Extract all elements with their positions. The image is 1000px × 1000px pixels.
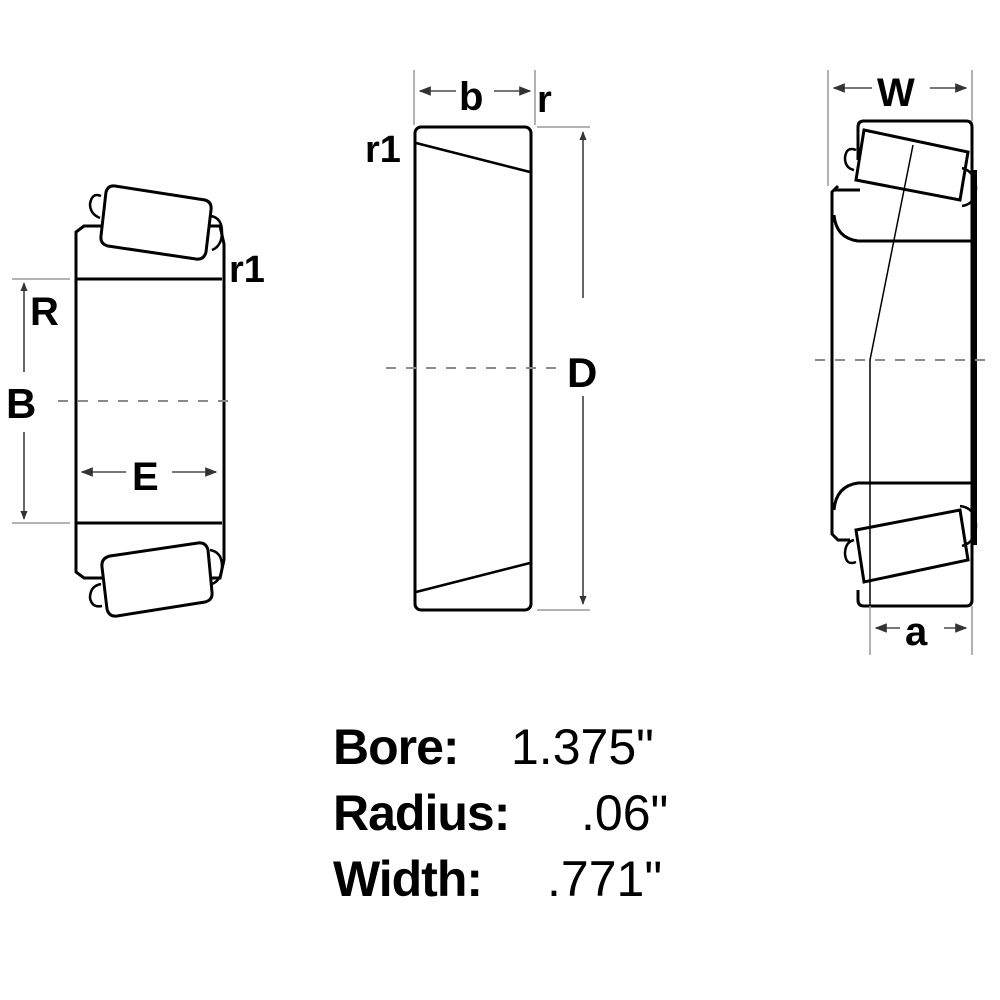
spec-radius: Radius: .06" bbox=[333, 784, 668, 850]
spec-width: Width: .771" bbox=[333, 850, 668, 916]
spec-width-value: .771" bbox=[547, 851, 663, 907]
spec-radius-label: Radius: bbox=[333, 785, 510, 841]
label-D: D bbox=[567, 349, 597, 396]
spec-bore-value: 1.375" bbox=[511, 719, 654, 775]
label-E: E bbox=[132, 455, 159, 499]
cone-assembly-view: R B E r1 bbox=[6, 184, 265, 618]
full-bearing-view: W a bbox=[815, 70, 995, 655]
label-a: a bbox=[905, 610, 928, 654]
bearing-diagram: R B E r1 b r r1 D bbox=[6, 70, 995, 655]
spec-radius-value: .06" bbox=[581, 785, 669, 841]
spec-width-label: Width: bbox=[333, 851, 483, 907]
spec-bore: Bore: 1.375" bbox=[333, 718, 668, 784]
label-r: r bbox=[537, 79, 552, 121]
cup-view: b r r1 D bbox=[365, 70, 597, 612]
spec-bore-label: Bore: bbox=[333, 719, 460, 775]
label-r1-cup: r1 bbox=[365, 129, 401, 171]
label-B: B bbox=[6, 380, 36, 427]
bearing-specs: Bore: 1.375" Radius: .06" Width: .771" bbox=[333, 718, 668, 916]
label-W: W bbox=[877, 71, 915, 115]
label-b: b bbox=[459, 75, 483, 119]
label-r1-left: r1 bbox=[229, 249, 265, 291]
label-R: R bbox=[30, 290, 59, 334]
